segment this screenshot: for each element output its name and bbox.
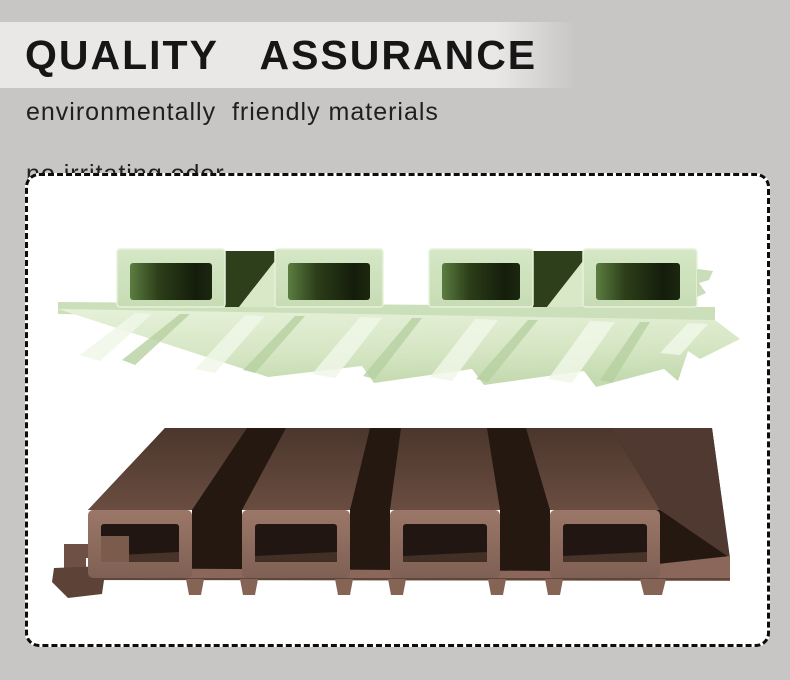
- subtitle-line-1: environmentally friendly materials: [26, 98, 439, 126]
- brown-rib-tops: [88, 428, 660, 510]
- green-profile-image: [58, 248, 740, 387]
- brown-channel-2: [350, 510, 390, 572]
- green-underside: [58, 309, 740, 387]
- page-title: QUALITY ASSURANCE: [25, 32, 538, 78]
- brown-channel-1: [192, 510, 242, 572]
- brown-right-flange-top: [612, 428, 730, 558]
- brown-groove-step: [101, 536, 129, 562]
- brown-profile-image: [52, 428, 730, 598]
- green-clip-hook: [697, 269, 713, 297]
- brown-hollows: [101, 524, 647, 562]
- green-underside-shadows: [122, 314, 650, 383]
- green-channel-shadows: [225, 251, 583, 307]
- brown-channel-3: [500, 510, 550, 572]
- title-band: [0, 22, 575, 88]
- green-hollows: [130, 263, 680, 300]
- brown-feet: [186, 579, 666, 595]
- green-underside-highlights: [80, 313, 708, 383]
